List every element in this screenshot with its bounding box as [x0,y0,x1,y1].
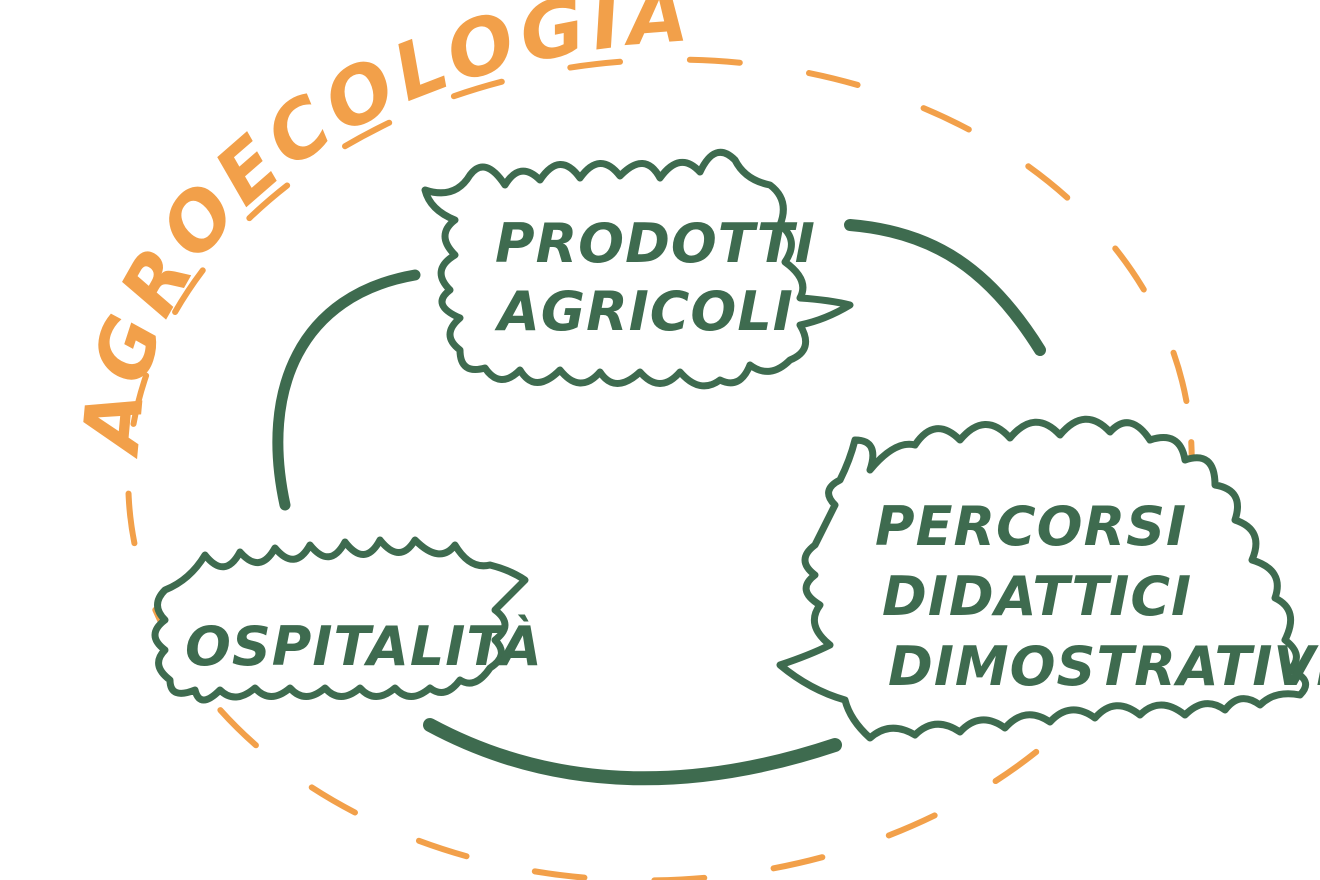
connector-percorsi-to-ospitalita [423,718,842,786]
prodotti-line-1: PRODOTTI [495,212,816,275]
percorsi-line-2: DIDATTICI [882,565,1192,628]
ospitalita-line-1: OSPITALITÀ [185,615,543,678]
node-prodotti-agricoli: PRODOTTI AGRICOLI [421,148,854,390]
burst-shape [421,148,854,390]
prodotti-line-2: AGRICOLI [494,280,794,343]
node-percorsi-didattici: PERCORSI DIDATTICI DIMOSTRATIVI [776,415,1320,742]
burst-shape [776,415,1310,742]
percorsi-line-1: PERCORSI [875,495,1187,558]
outer-dashed-ellipse [125,56,1195,880]
connector-ospitalita-to-prodotti [272,269,421,511]
node-ospitalita: OSPITALITÀ [151,536,543,704]
percorsi-line-3: DIMOSTRATIVI [888,635,1320,698]
burst-shape [151,536,529,704]
connector-prodotti-to-percorsi [844,219,1046,356]
